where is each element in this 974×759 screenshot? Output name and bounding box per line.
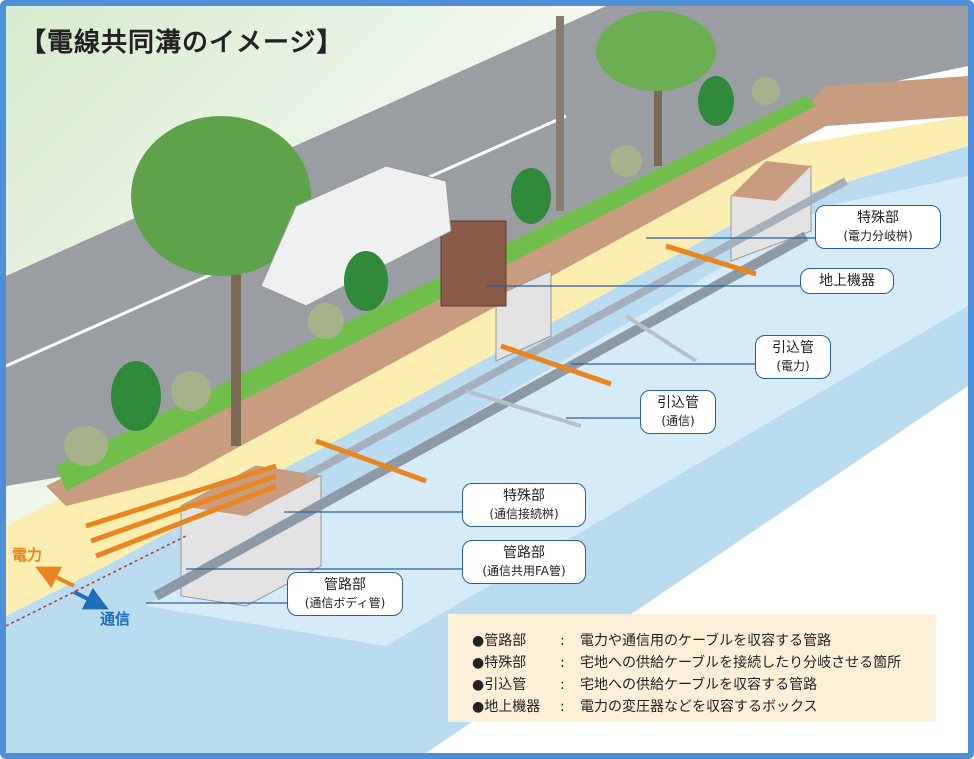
service-pipe-power [500, 343, 612, 387]
page-title: 【電線共同溝のイメージ】 [20, 28, 344, 58]
street-lamp [556, 16, 564, 211]
callout-service-pipe-power: 引込管 (電力) [755, 335, 831, 379]
comm-conduit [153, 231, 809, 601]
service-pipe-comm [465, 389, 582, 428]
underground-duct-illustration [6, 6, 968, 753]
service-pipe-comm-2 [624, 314, 698, 363]
yellow-band [6, 116, 968, 616]
tree-trunk-2 [654, 46, 662, 166]
legend-term: ●特殊部 [472, 655, 527, 671]
callout-sub: (通信ボディ管) [304, 596, 386, 610]
ground-equipment-box [440, 220, 507, 307]
comm-arrow [73, 587, 109, 610]
legend-item: ●地上機器: 電力の変圧器などを収容するボックス [472, 696, 818, 716]
legend-term: ●管路部 [472, 633, 527, 649]
legend-desc: 電力や通信用のケーブルを収容する管路 [580, 633, 832, 649]
callout-special-comm: 特殊部 (通信接続桝) [462, 483, 586, 527]
callout-sub: (電力分岐桝) [843, 229, 913, 243]
legend-desc: 電力の変圧器などを収容するボックス [580, 699, 818, 715]
legend-sep: : [560, 699, 565, 715]
special-box-2 [495, 270, 552, 362]
legend: ●管路部: 電力や通信用のケーブルを収容する管路 ●特殊部: 宅地への供給ケーブルを… [448, 614, 936, 722]
legend-item: ●管路部: 電力や通信用のケーブルを収容する管路 [472, 630, 831, 650]
callout-service-pipe-comm: 引込管 (通信) [640, 390, 716, 434]
legend-item: ●特殊部: 宅地への供給ケーブルを接続したり分岐させる箇所 [472, 652, 901, 672]
callout-label: 引込管 [657, 395, 699, 411]
direction-comm: 通信 [100, 610, 131, 628]
tree-trunk [231, 236, 241, 446]
callout-sub: (通信共用FA管) [482, 564, 566, 578]
direction-power: 電力 [12, 546, 43, 564]
tree-crown [131, 116, 311, 276]
service-pipe-power-3 [665, 243, 757, 277]
power-pipe-3 [95, 483, 277, 559]
callout-conduit-fa: 管路部 (通信共用FA管) [462, 540, 586, 584]
power-pipe-2 [90, 473, 277, 544]
callout-label: 管路部 [503, 545, 545, 561]
power-pipe [85, 463, 277, 529]
special-box-top [181, 466, 321, 516]
special-box-3-top [731, 161, 811, 201]
callout-label: 引込管 [772, 340, 814, 356]
callout-sub: (通信) [661, 414, 695, 428]
callout-conduit-body: 管路部 (通信ボディ管) [287, 572, 403, 616]
callout-special-power: 特殊部 (電力分岐桝) [815, 205, 941, 249]
legend-term: ●引込管 [472, 677, 527, 693]
legend-sep: : [560, 655, 565, 671]
callout-ground-equipment: 地上機器 [800, 268, 894, 294]
callout-sub: (通信接続桝) [489, 507, 559, 521]
callout-label: 管路部 [324, 577, 366, 593]
callout-label: 特殊部 [503, 488, 545, 504]
car [260, 165, 452, 307]
callout-sub: (電力) [776, 359, 810, 373]
legend-sep: : [560, 633, 565, 649]
tree-crown-2 [596, 11, 716, 91]
legend-sep: : [560, 677, 565, 693]
callout-label: 地上機器 [819, 273, 875, 289]
legend-term: ●地上機器 [472, 699, 541, 715]
legend-item: ●引込管: 宅地への供給ケーブルを収容する管路 [472, 674, 817, 694]
trench-area-light [146, 176, 968, 646]
comm-conduit-2 [304, 177, 848, 480]
callout-label: 特殊部 [857, 210, 899, 226]
shrubs [64, 76, 780, 466]
legend-desc: 宅地への供給ケーブルを接続したり分岐させる箇所 [580, 655, 902, 671]
planting-strip [56, 96, 816, 491]
service-pipe-power-2 [315, 438, 427, 484]
power-arrow [35, 566, 75, 589]
legend-desc: 宅地への供給ケーブルを収容する管路 [580, 677, 818, 693]
